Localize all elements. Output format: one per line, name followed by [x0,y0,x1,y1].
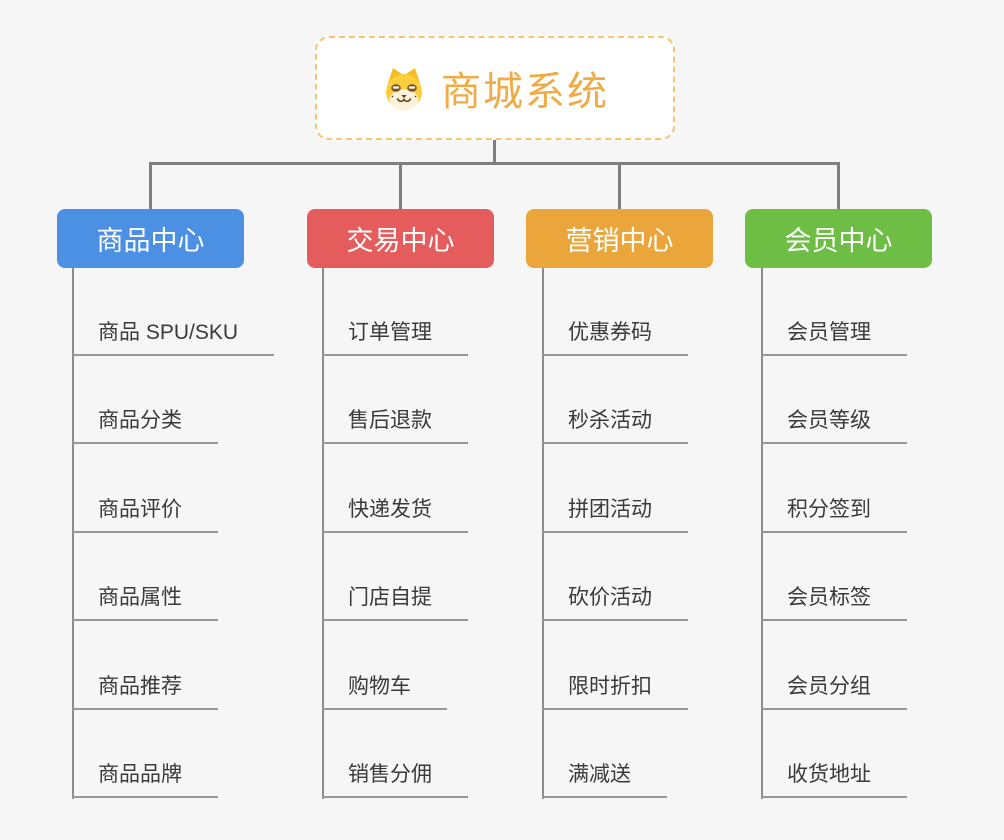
item-slot: 订单管理 [322,267,468,356]
branch-items-member-center: 会员管理 会员等级 积分签到 会员标签 会员分组 收货地址 [761,267,907,798]
dog-icon [386,68,422,111]
item-slot: 拼团活动 [542,444,688,533]
item-slot: 砍价活动 [542,533,688,621]
item-slot: 商品 SPU/SKU [72,267,275,356]
leaf-node-shipping-address[interactable]: 收货地址 [761,758,907,798]
item-slot: 限时折扣 [542,621,688,710]
leaf-node-bargain-activity[interactable]: 砍价活动 [542,581,688,621]
leaf-node-product-category[interactable]: 商品分类 [72,404,218,444]
branch-items-trade-center: 订单管理 售后退款 快递发货 门店自提 购物车 销售分佣 [322,267,468,798]
root-node[interactable]: 商城系统 [315,36,675,140]
leaf-node-store-pickup[interactable]: 门店自提 [322,581,468,621]
branch-header-product-center[interactable]: 商品中心 [57,209,244,268]
item-slot: 商品品牌 [72,710,274,798]
leaf-node-express-delivery[interactable]: 快递发货 [322,493,468,533]
leaf-node-limited-time-discount[interactable]: 限时折扣 [542,670,688,710]
branch-header-marketing-center[interactable]: 营销中心 [526,209,713,268]
leaf-node-after-sale-refund[interactable]: 售后退款 [322,404,468,444]
leaf-node-product-attribute[interactable]: 商品属性 [72,581,218,621]
branch-items-marketing-center: 优惠券码 秒杀活动 拼团活动 砍价活动 限时折扣 满减送 [542,267,688,798]
leaf-node-member-tag[interactable]: 会员标签 [761,581,907,621]
leaf-node-flash-sale[interactable]: 秒杀活动 [542,404,688,444]
item-slot: 商品属性 [72,533,274,621]
leaf-node-group-buy[interactable]: 拼团活动 [542,493,688,533]
item-slot: 商品分类 [72,356,274,444]
item-slot: 销售分佣 [322,710,468,798]
leaf-node-product-review[interactable]: 商品评价 [72,493,218,533]
item-slot: 收货地址 [761,710,907,798]
item-slot: 会员分组 [761,621,907,710]
item-slot: 商品评价 [72,444,274,533]
item-slot: 会员等级 [761,356,907,444]
item-slot: 快递发货 [322,444,468,533]
leaf-node-coupon-code[interactable]: 优惠券码 [542,316,688,356]
leaf-node-sales-commission[interactable]: 销售分佣 [322,758,468,798]
leaf-node-member-management[interactable]: 会员管理 [761,316,907,356]
leaf-node-order-management[interactable]: 订单管理 [322,316,468,356]
item-slot: 购物车 [322,621,468,710]
branch-header-trade-center[interactable]: 交易中心 [307,209,494,268]
item-slot: 满减送 [542,710,688,798]
leaf-node-spend-save[interactable]: 满减送 [542,758,667,798]
item-slot: 优惠券码 [542,267,688,356]
leaf-node-product-recommend[interactable]: 商品推荐 [72,670,218,710]
root-title: 商城系统 [441,70,609,114]
item-slot: 积分签到 [761,444,907,533]
leaf-node-product-spu-sku[interactable]: 商品 SPU/SKU [72,316,275,356]
item-slot: 门店自提 [322,533,468,621]
branch-items-product-center: 商品 SPU/SKU 商品分类 商品评价 商品属性 商品推荐 商品品牌 [72,267,275,798]
item-slot: 会员管理 [761,267,907,356]
item-slot: 会员标签 [761,533,907,621]
leaf-node-product-brand[interactable]: 商品品牌 [72,758,218,798]
item-slot: 商品推荐 [72,621,274,710]
branch-header-member-center[interactable]: 会员中心 [745,209,932,268]
leaf-node-member-level[interactable]: 会员等级 [761,404,907,444]
item-slot: 售后退款 [322,356,468,444]
leaf-node-points-checkin[interactable]: 积分签到 [761,493,907,533]
item-slot: 秒杀活动 [542,356,688,444]
leaf-node-member-group[interactable]: 会员分组 [761,670,907,710]
leaf-node-shopping-cart[interactable]: 购物车 [322,670,447,710]
